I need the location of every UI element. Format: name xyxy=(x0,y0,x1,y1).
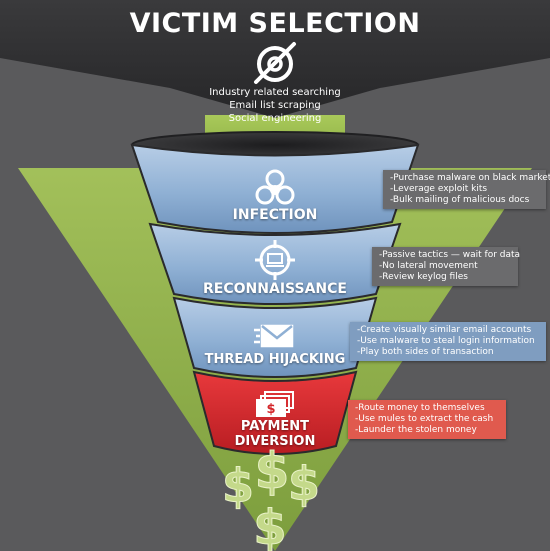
stage-title-infection: INFECTION xyxy=(232,207,318,223)
money-stack-symbol: $ xyxy=(266,402,275,417)
victim-selection-tactics: Industry related searching Email list sc… xyxy=(175,86,375,125)
stage-title-payment-diversion: PAYMENT DIVERSION xyxy=(175,419,375,449)
stage-title-thread-hijacking: THREAD HIJACKING xyxy=(204,352,346,367)
dollar-signs-group: $$$$ xyxy=(221,442,320,551)
note-thread-hijacking: -Create visually similar email accounts … xyxy=(350,322,546,361)
envelope-icon xyxy=(254,324,294,348)
note-infection: -Purchase malware on black market -Lever… xyxy=(383,170,550,209)
dollar-sign-icon: $ xyxy=(255,442,290,500)
stage-title-line: DIVERSION xyxy=(234,434,316,449)
note-line: -Leverage exploit kits xyxy=(390,184,488,194)
note-reconnaissance: -Passive tactics — wait for data -No lat… xyxy=(372,247,521,286)
note-line: -Use mules to extract the cash xyxy=(355,414,494,424)
biohazard-icon xyxy=(255,169,295,205)
note-line: -Use malware to steal login information xyxy=(357,336,535,346)
money-stack-icon: $ xyxy=(256,391,294,417)
note-line: -Play both sides of transaction xyxy=(357,347,494,357)
dollar-sign-icon: $ xyxy=(288,457,320,511)
dollar-sign-icon: $ xyxy=(253,500,286,551)
note-line: -Bulk mailing of malicious docs xyxy=(390,195,530,205)
note-line: -Create visually similar email accounts xyxy=(357,325,532,335)
stage-title-reconnaissance: RECONNAISSANCE xyxy=(203,281,347,297)
note-payment-diversion: -Route money to themselves -Use mules to… xyxy=(348,400,506,439)
note-line: -Launder the stolen money xyxy=(355,425,477,435)
vs-tactic: Social engineering xyxy=(228,113,322,124)
at-sign-crossed-icon xyxy=(254,42,296,84)
stage-title-line: PAYMENT xyxy=(240,419,310,434)
note-line: -Route money to themselves xyxy=(355,403,485,413)
note-line: -Review keylog files xyxy=(379,272,468,282)
crosshair-laptop-icon xyxy=(255,240,295,280)
note-line: -Purchase malware on black market xyxy=(390,173,550,183)
vs-tactic: Email list scraping xyxy=(229,100,321,111)
vs-tactic: Industry related searching xyxy=(209,87,341,98)
note-line: -Passive tactics — wait for data xyxy=(379,250,521,260)
dollar-sign-icon: $ xyxy=(222,459,254,513)
note-line: -No lateral movement xyxy=(379,261,478,271)
page-title: VICTIM SELECTION xyxy=(129,8,421,39)
